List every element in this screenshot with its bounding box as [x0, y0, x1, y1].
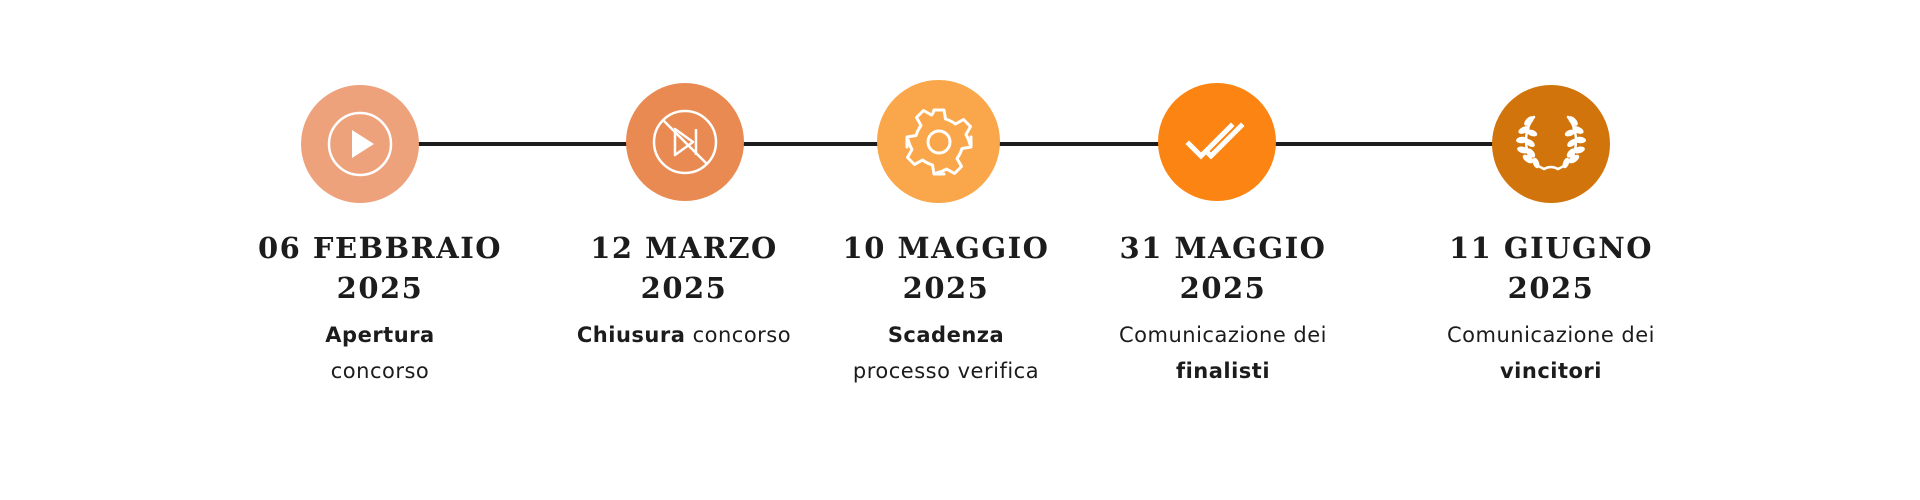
no-play-icon	[652, 109, 718, 175]
milestone-5-description: Comunicazione dei vincitori	[1401, 317, 1701, 389]
milestone-4-circle	[1158, 83, 1276, 201]
milestone-3-date: 10 MAGGIO 2025	[842, 231, 1050, 305]
milestone-5-desc-bold: vincitori	[1499, 359, 1602, 383]
milestone-2-desc-regular: concorso	[685, 323, 792, 347]
milestone-1-circle	[301, 85, 419, 203]
milestone-1-date: 06 FEBBRAIO 2025	[257, 231, 503, 305]
milestone-2-circle	[626, 83, 744, 201]
milestone-2-desc-bold: Chiusura	[576, 323, 686, 347]
milestone-1-description: Apertura concorso	[230, 317, 530, 389]
milestone-2-description: Chiusura concorso	[534, 317, 834, 353]
gear-icon	[905, 108, 972, 175]
double-check-icon	[1185, 122, 1245, 160]
milestone-1-desc-bold: Apertura	[325, 323, 435, 347]
milestone-5-desc-regular: Comunicazione dei	[1446, 323, 1656, 347]
play-icon	[327, 111, 393, 177]
milestone-3-desc-bold: Scadenza	[887, 323, 1005, 347]
milestone-3-circle	[877, 80, 1000, 203]
milestone-4-date: 31 MAGGIO 2025	[1119, 231, 1327, 305]
milestone-5-date: 11 GIUGNO 2025	[1448, 231, 1654, 305]
milestone-1-desc-regular: concorso	[330, 359, 430, 383]
milestone-3-description: Scadenza processo verifica	[796, 317, 1096, 389]
milestone-3-desc-regular: processo verifica	[852, 359, 1040, 383]
laurel-wreath-icon	[1516, 115, 1586, 171]
milestone-4-description: Comunicazione dei finalisti	[1073, 317, 1373, 389]
milestone-5-circle	[1492, 85, 1610, 203]
milestone-4-desc-bold: finalisti	[1175, 359, 1271, 383]
milestone-4-desc-regular: Comunicazione dei	[1118, 323, 1328, 347]
milestone-2-date: 12 MARZO 2025	[590, 231, 778, 305]
